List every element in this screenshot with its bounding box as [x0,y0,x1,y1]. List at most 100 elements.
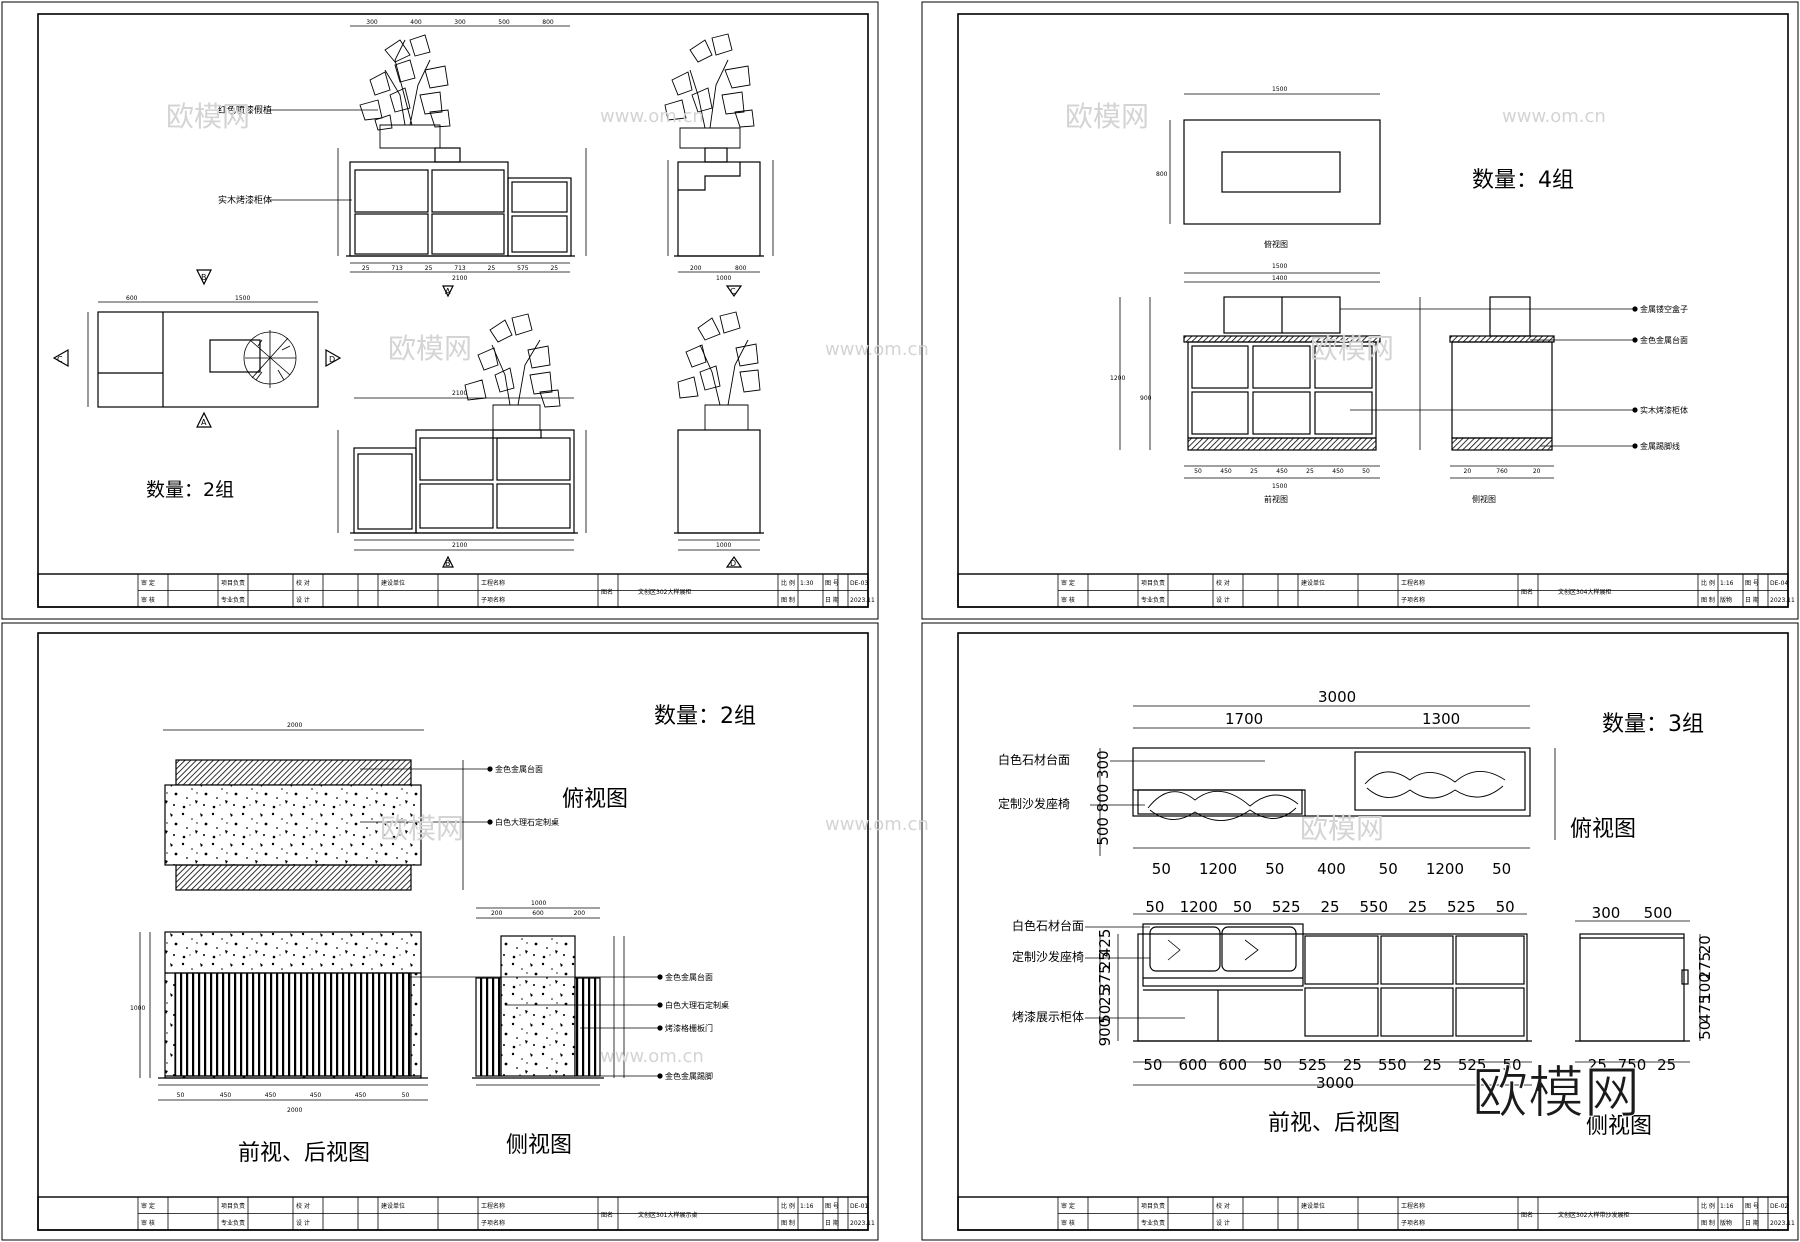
sheet2-counter-drawings [1119,93,1638,479]
quantity-label: 数量：2组 [654,704,756,729]
watermark-url: www.om.cn [600,1046,704,1067]
title-block-no-label: 图 号 [825,580,839,587]
watermark-url: www.om.cn [825,339,929,360]
dim-label: 600 [1218,1056,1247,1074]
dim-label: 1200 [1199,860,1237,878]
title-block-sheet4: 审 定审 核项目负责专业负责校 对设 计建设单位工程名称子项名称图名文创区302… [957,1196,1795,1231]
label-top-view: 俯视图 [562,787,628,812]
dim-label: 50 [1265,860,1284,878]
label-side-view: 侧视图 [506,1133,572,1158]
dim-label: 900 [1096,1018,1114,1047]
title-block-sheet1: 审 定审 核项目负责专业负责校 对设 计建设单位工程名称子项名称图名文创区302… [37,573,875,608]
sheet4-texts: 数量：3组 俯视图 前视、后视图 侧视图 白色石材台面 定制沙发座椅 白色石材台… [998,688,1704,1139]
dim-label: 450 [1276,468,1288,475]
label-top-view: 俯视图 [1570,817,1636,842]
dim-label: 25 [1096,951,1114,970]
dim-label: 500 [498,19,510,26]
watermark-brand: 欧模网 [1065,100,1149,133]
label-top-view: 俯视图 [1264,239,1288,249]
label-gold-top2: 金色金属台面 [665,972,713,982]
sheet1-cabinet-drawings [52,25,774,568]
dim-label: 25 [488,265,496,272]
dim-label: 500 [1094,817,1112,846]
watermark-url: www.om.cn [600,106,704,127]
dim-front-total: 1500 [1272,483,1287,490]
title-block-scale-label: 比 例 [781,1202,795,1210]
label-counter: 金色金属台面 [1640,335,1688,345]
title-block-scale-label: 比 例 [1701,579,1715,587]
label-front-view: 前视、后视图 [1268,1111,1400,1136]
title-block-draw: 版物 [1720,1219,1732,1227]
dim-label: 25 [1306,468,1314,475]
watermark-brand: 欧模网 [166,100,250,133]
title-block-sub: 子项名称 [1401,1219,1425,1227]
side-dim-1: 200 [690,265,702,272]
title-block-drawing: 文创区302大样展柜 [638,588,691,596]
title-block-name-label: 图名 [601,1211,613,1219]
dim-label: 50 [1379,860,1398,878]
title-block-no: DE-04 [1770,580,1788,587]
side-dim-2: 800 [735,265,747,272]
title-block-verify: 校 对 [296,579,310,587]
title-block-drawing: 文创区301大样展示桌 [638,1211,697,1219]
dim-top-b: 2100 [452,390,467,397]
title-block-examine: 审 定 [1061,579,1075,587]
title-block-date-label: 日 期 [825,1219,839,1227]
label-kick: 金色金属踢脚 [665,1071,713,1081]
title-block-name-label: 图名 [1521,1211,1533,1219]
dim-label: 300 [366,19,378,26]
title-block-pm: 项目负责 [221,579,245,587]
title-block-no: DE-01 [850,1203,868,1210]
marker-c2: C [730,287,736,296]
title-block-date-label: 日 期 [1745,1219,1759,1227]
dim-label: 25 [1588,1056,1607,1074]
label-sofa: 定制沙发座椅 [998,796,1070,811]
dim-top-depth: 800 [1156,171,1168,178]
dim-label: 300 [1094,750,1112,779]
title-block-project: 工程名称 [1401,1202,1425,1210]
sheet1-texts: 红色喷漆假植 实木烤漆柜体 数量：2组 A B A C D C B D 2100… [57,104,747,568]
title-block-draw-label: 图 制 [781,596,795,604]
title-block-examine: 审 定 [141,1202,155,1210]
label-front-view: 前视、后视图 [238,1141,370,1166]
label-body: 实木烤漆柜体 [1640,405,1688,415]
label-cabinet: 实木烤漆柜体 [218,194,272,206]
dim-side-width: 1000 [531,900,546,907]
label-stone-top2: 白色石材台面 [1012,918,1084,933]
title-block-design: 设 计 [296,596,310,604]
title-block-no-label: 图 号 [1745,1203,1759,1210]
dim-label: 50 [1696,1021,1714,1040]
title-block-no-label: 图 号 [1745,580,1759,587]
dim-label: 20 [1464,468,1472,475]
title-block-design: 设 计 [1216,596,1230,604]
sheet3-texts: 数量：2组 俯视图 前视、后视图 侧视图 2000 2000 1000 1000… [130,704,756,1166]
dim-label: 50 [1194,468,1202,475]
title-block-date: 2023.11 [1770,1220,1795,1227]
side-dim-d1: 1000 [716,542,731,549]
title-block-design: 设 计 [1216,1219,1230,1227]
title-block-date-label: 日 期 [825,596,839,604]
plan-dim-1: 600 [126,295,138,302]
dim-label: 50 [1503,1056,1522,1074]
plant-plan-symbol [243,330,297,388]
dim-front-width: 1500 [1272,263,1287,270]
dim-label: 25 [362,265,370,272]
label-sofa2: 定制沙发座椅 [1012,949,1084,964]
dim-label: 800 [542,19,554,26]
title-block-design: 设 计 [296,1219,310,1227]
dim-label: 525 [1458,1056,1487,1074]
title-block-check: 审 核 [141,1219,155,1227]
title-block-sheet3: 审 定审 核项目负责专业负责校 对设 计建设单位工程名称子项名称图名文创区301… [37,1196,875,1231]
dim-label: 400 [1317,860,1346,878]
title-block-no: DE-03 [850,580,868,587]
dim-total-a: 2100 [452,275,467,282]
sheet2-texts: 数量：4组 1500 800 俯视图 1500 1400 1200 900 15… [1110,86,1688,504]
dim-label: 760 [1496,468,1508,475]
dim-label: 450 [265,1092,277,1099]
title-block-date: 2023.11 [850,1220,875,1227]
dim-cab-height: 900 [1140,395,1152,402]
dim-label: 450 [355,1092,367,1099]
watermark-brand: 欧模网 [380,812,464,845]
label-marble2: 白色大理石定制桌 [665,1000,729,1010]
